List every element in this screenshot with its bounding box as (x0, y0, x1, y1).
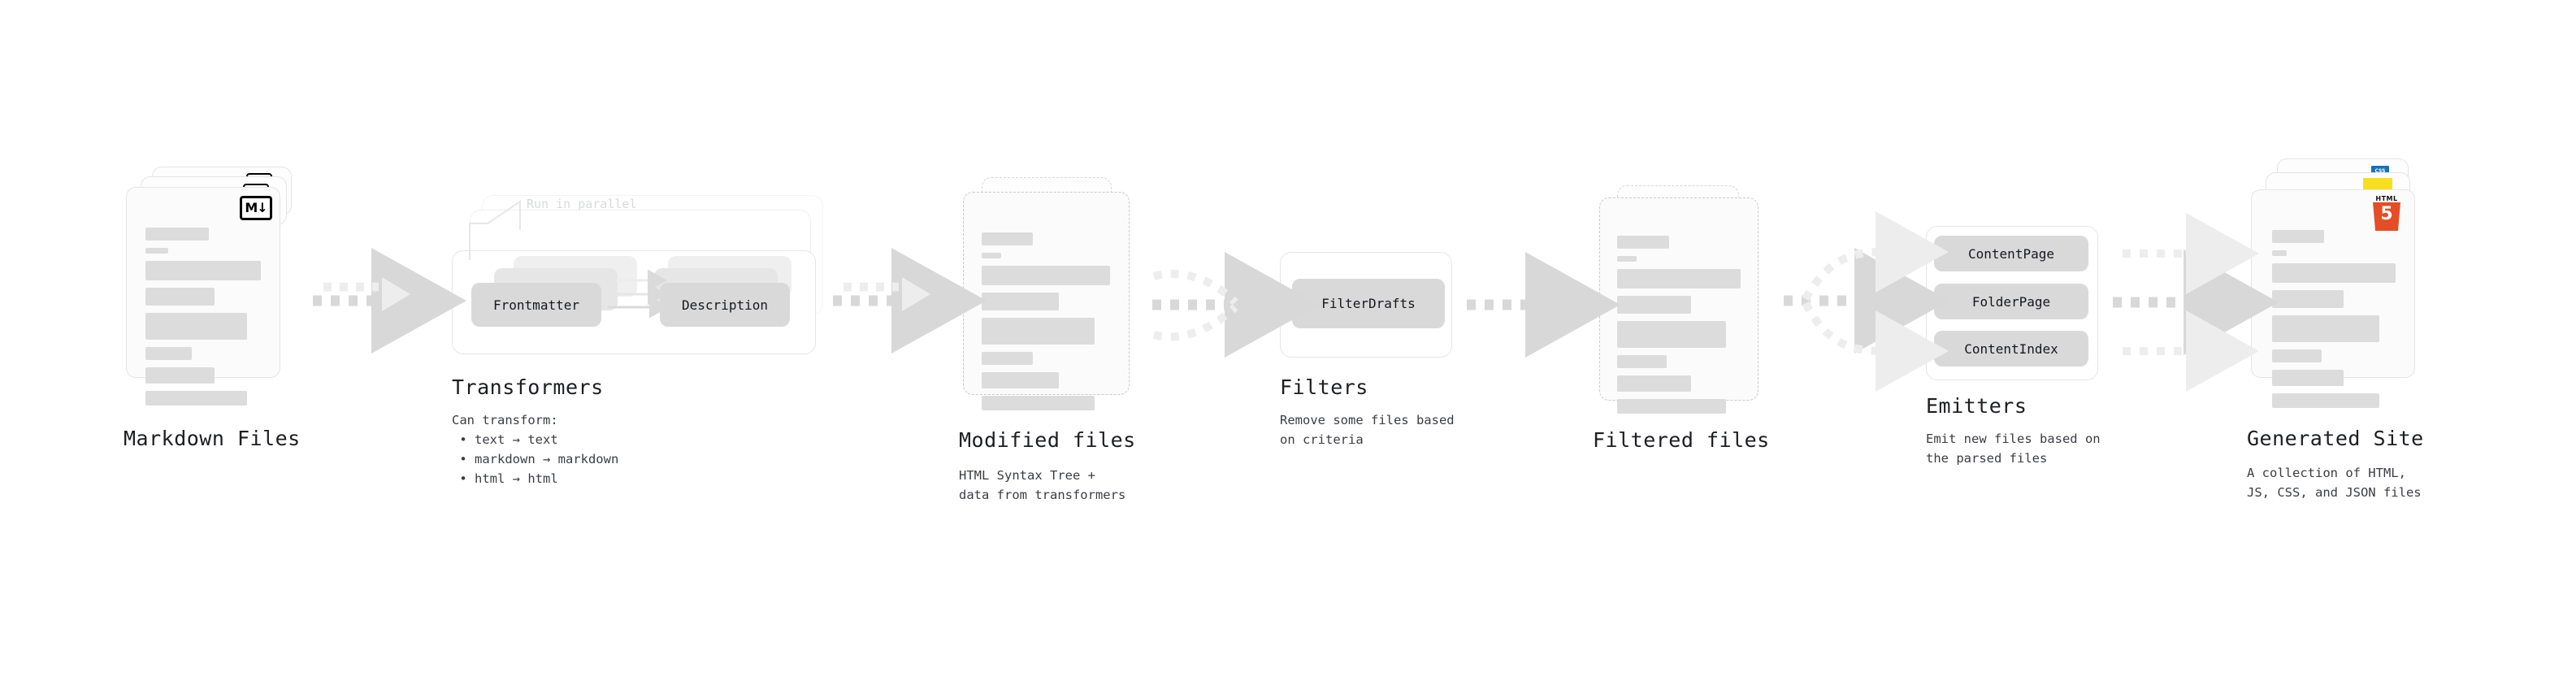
content-bar (2272, 349, 2322, 362)
emitter-node-folderpage[interactable]: FolderPage (1934, 284, 2088, 319)
content-bar (982, 372, 1059, 388)
markdown-icon: M↓ (240, 196, 272, 220)
content-bar (2272, 230, 2324, 243)
content-bar (982, 232, 1034, 245)
filter-node-filterdrafts[interactable]: FilterDrafts (1292, 279, 1445, 328)
transformer-node-description[interactable]: Description (660, 283, 790, 327)
modified-card-content (982, 232, 1110, 418)
connector-emitters-to-generated (2113, 213, 2279, 392)
generated-site-subtitle: A collection of HTML, JS, CSS, and JSON … (2247, 466, 2422, 500)
markdown-files-stack: M↓ M↓ M↓ (126, 167, 297, 406)
content-bar (1617, 256, 1637, 262)
filters-title: Filters (1280, 375, 1368, 399)
content-bar (145, 367, 215, 384)
content-bar (145, 261, 261, 280)
content-bar (145, 228, 210, 241)
markdown-files-title: Markdown Files (124, 427, 301, 450)
emitter-node-contentindex[interactable]: ContentIndex (1934, 331, 2088, 367)
html5-icon: HTML 5 (2371, 195, 2402, 231)
content-bar (1617, 399, 1726, 414)
modified-files-stack (959, 177, 1138, 410)
filtered-card-content (1617, 236, 1741, 421)
content-bar (982, 266, 1110, 285)
content-bar (1617, 321, 1726, 348)
content-bar (2272, 250, 2288, 256)
content-bar (145, 391, 247, 406)
content-bar (2272, 370, 2344, 386)
filters-subtitle: Remove some files based on criteria (1280, 413, 1455, 447)
content-bar (982, 318, 1095, 345)
content-bar (982, 352, 1034, 365)
content-bar (1617, 236, 1669, 249)
content-bar (2272, 315, 2380, 342)
js-icon (2363, 178, 2392, 192)
content-bar (1617, 355, 1667, 368)
emitter-node-contentpage[interactable]: ContentPage (1934, 236, 2088, 271)
filtered-files-title: Filtered files (1593, 428, 1770, 452)
filtered-files-stack (1593, 185, 1763, 414)
content-bar (2272, 393, 2380, 408)
connector-modified-to-filters (1152, 252, 1320, 358)
content-bar (1617, 269, 1741, 288)
content-bar (145, 248, 169, 254)
generated-site-stack: CSS HTML 5 (2251, 158, 2438, 408)
content-bar (2272, 263, 2396, 283)
content-bar (145, 347, 192, 360)
content-bar (1617, 375, 1692, 392)
content-bar (982, 396, 1095, 410)
html5-shield: 5 (2373, 202, 2400, 231)
generated-card-content (2272, 230, 2396, 415)
content-bar (982, 253, 1001, 258)
modified-files-title: Modified files (959, 428, 1136, 452)
markdown-card-content (145, 228, 261, 413)
emitters-subtitle: Emit new files based on the parsed files (1926, 432, 2101, 466)
emitters-title: Emitters (1926, 394, 2027, 418)
generated-site-title: Generated Site (2247, 427, 2424, 450)
html5-wordmark: HTML (2375, 195, 2398, 202)
modified-files-subtitle: HTML Syntax Tree + data from transformer… (959, 468, 1126, 502)
transformer-node-frontmatter[interactable]: Frontmatter (471, 283, 601, 327)
transformers-subtitle: Can transform: • text → text • markdown … (452, 413, 619, 486)
content-bar (982, 293, 1059, 310)
connector-markdown-to-transformers (313, 248, 466, 354)
content-bar (145, 288, 215, 306)
content-bar (145, 313, 247, 340)
run-in-parallel-label: Run in parallel (527, 197, 637, 211)
transformers-title: Transformers (452, 375, 604, 399)
connector-transformers-to-modified (833, 248, 987, 354)
connector-filtered-to-emitters (1784, 211, 1949, 392)
content-bar (1617, 296, 1692, 314)
content-bar (2272, 290, 2344, 308)
